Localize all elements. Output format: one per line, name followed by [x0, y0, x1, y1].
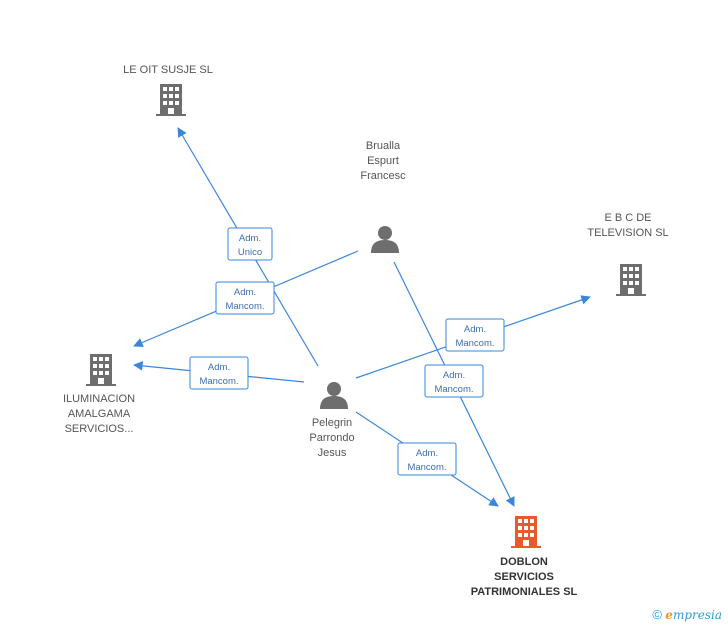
- node-label-line: Espurt: [367, 155, 399, 167]
- role-label-brualla-doblon[interactable]: Adm. Mancom.: [424, 364, 484, 398]
- brand-logo-initial: e: [665, 608, 673, 622]
- footer-brand: © empresia: [652, 607, 722, 622]
- node-label-line: ILUMINACION: [63, 393, 135, 405]
- person-icon: [320, 382, 348, 409]
- role-label-line: Adm.: [443, 370, 465, 381]
- building-icon: [86, 354, 116, 386]
- role-label-pelegrin-ilum[interactable]: Adm. Mancom.: [189, 356, 249, 390]
- node-label-line: E B C DE: [604, 212, 651, 224]
- building-icon: [156, 84, 186, 116]
- person-icon: [371, 226, 399, 253]
- node-label-line: Francesc: [360, 170, 406, 182]
- role-label-box: [445, 318, 505, 352]
- copyright-symbol: ©: [652, 607, 662, 622]
- role-label-line: Mancom.: [434, 384, 473, 395]
- role-label-line: Mancom.: [455, 338, 494, 349]
- role-label-line: Adm.: [234, 287, 256, 298]
- role-label-box: [215, 281, 275, 315]
- node-label-line: Pelegrin: [312, 417, 352, 429]
- node-label-line: TELEVISION SL: [587, 227, 668, 239]
- role-label-line: Unico: [238, 247, 262, 258]
- role-label-box: [397, 442, 457, 476]
- brand-logo-text: mpresia: [672, 608, 722, 622]
- building-icon: [511, 516, 541, 548]
- role-label-line: Mancom.: [199, 376, 238, 387]
- node-label-line: SERVICIOS...: [65, 423, 134, 435]
- company-node-ebc[interactable]: E B C DE TELEVISION SL: [587, 212, 669, 296]
- company-node-ilum[interactable]: ILUMINACION AMALGAMA SERVICIOS...: [63, 354, 135, 435]
- node-label-line: Brualla: [366, 140, 401, 152]
- role-label-line: Adm.: [416, 448, 438, 459]
- role-label-line: Adm.: [464, 324, 486, 335]
- node-label-line: Parrondo: [309, 432, 354, 444]
- role-label-pelegrin-ebc[interactable]: Adm. Mancom.: [445, 318, 505, 352]
- role-label-pelegrin-doblon[interactable]: Adm. Mancom.: [397, 442, 457, 476]
- role-label-brualla-ilum[interactable]: Adm. Mancom.: [215, 281, 275, 315]
- node-label-line: AMALGAMA: [68, 408, 131, 420]
- node-label-line: LE OIT SUSJE SL: [123, 64, 213, 76]
- role-label-box: [424, 364, 484, 398]
- company-node-leoit[interactable]: LE OIT SUSJE SL: [123, 64, 213, 116]
- node-label-line: DOBLON: [500, 556, 548, 568]
- role-label-box: [189, 356, 249, 390]
- node-label-line: PATRIMONIALES SL: [471, 586, 578, 598]
- role-label-pelegrin-leoit[interactable]: Adm. Unico: [227, 227, 273, 261]
- role-label-line: Adm.: [208, 362, 230, 373]
- building-icon: [616, 264, 646, 296]
- role-label-line: Adm.: [239, 233, 261, 244]
- role-label-line: Mancom.: [407, 462, 446, 473]
- role-label-line: Mancom.: [225, 301, 264, 312]
- company-node-doblon[interactable]: DOBLON SERVICIOS PATRIMONIALES SL: [471, 516, 578, 598]
- node-label-line: Jesus: [318, 447, 347, 459]
- node-label-line: SERVICIOS: [494, 571, 554, 583]
- role-label-box: [227, 227, 273, 261]
